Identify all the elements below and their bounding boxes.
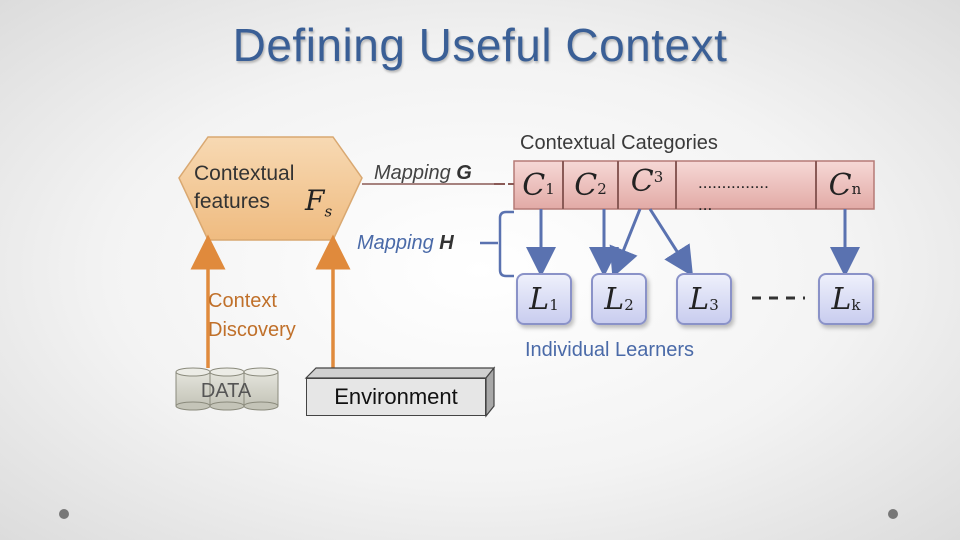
features-symbol: Fs	[305, 184, 333, 221]
corner-dot-right	[888, 509, 898, 519]
data-store-icon	[175, 367, 279, 411]
corner-dot-left	[59, 509, 69, 519]
categories-ellipsis: ............... ...	[698, 173, 769, 214]
mapping-g-label: Mapping G	[374, 162, 472, 184]
features-label: Contextual features	[194, 160, 294, 216]
learners-heading: Individual Learners	[525, 339, 694, 361]
slide-title: Defining Useful Context	[232, 19, 728, 71]
mapping-h-label: Mapping H	[357, 232, 454, 254]
arrow-c3-l2	[609, 208, 642, 278]
arrow-c3-l3	[648, 208, 694, 277]
data-label: DATA	[200, 380, 252, 402]
categories-bar	[513, 160, 875, 210]
categories-heading: Contextual Categories	[520, 132, 718, 154]
mapping-h-bracket	[498, 210, 514, 278]
environment-box: Environment	[306, 378, 486, 416]
features-line1: Contextual	[194, 162, 295, 185]
features-line2: features	[194, 190, 270, 213]
discovery-label: Context Discovery	[208, 290, 296, 341]
